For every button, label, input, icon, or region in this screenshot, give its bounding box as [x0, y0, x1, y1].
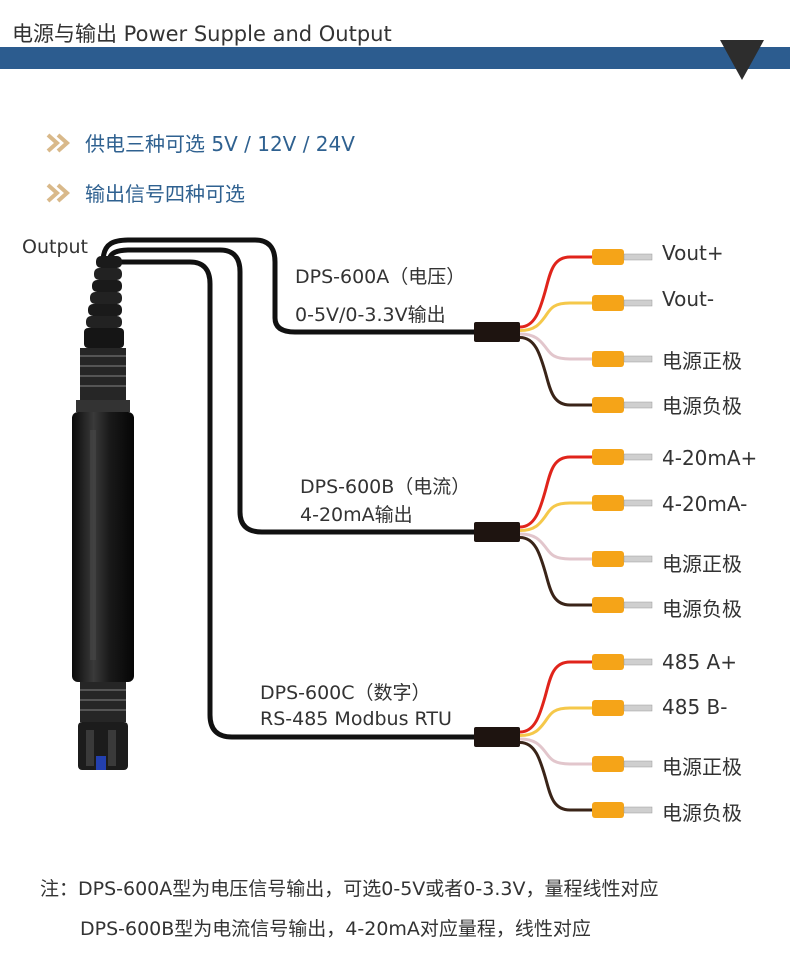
terminal-ferrule	[592, 802, 624, 818]
thread-top	[80, 348, 126, 400]
note-line-2: DPS-600B型为电流信号输出，4-20mA对应量程，线性对应	[80, 918, 591, 940]
feature-text: 输出信号四种可选	[85, 182, 245, 206]
terminal-pin	[623, 355, 653, 363]
group-a-model: DPS-600A（电压）	[295, 266, 466, 288]
wire	[519, 741, 592, 812]
feature-text: 供电三种可选 5V / 12V / 24V	[85, 132, 355, 156]
group-a-desc: 0-5V/0-3.3V输出	[295, 304, 446, 326]
terminal-pin	[623, 760, 653, 768]
probe-body	[72, 412, 134, 682]
group-c-desc: RS-485 Modbus RTU	[260, 708, 452, 730]
terminal-ferrule	[592, 756, 624, 772]
terminal-pin	[623, 401, 653, 409]
terminal-label: 485 A+	[662, 650, 737, 674]
feature-item-power: 供电三种可选 5V / 12V / 24V	[45, 128, 355, 157]
wire-group-1	[474, 249, 653, 413]
thread-bottom	[80, 682, 126, 722]
terminal-pin	[623, 253, 653, 261]
page-title: 电源与输出 Power Supple and Output	[12, 22, 392, 46]
wire	[519, 255, 592, 329]
terminal-label: 电源负极	[662, 801, 742, 825]
terminal-pin	[623, 658, 653, 666]
terminal-ferrule	[592, 397, 624, 413]
output-label: Output	[22, 236, 88, 258]
wire	[519, 501, 592, 532]
terminal-ferrule	[592, 249, 624, 265]
strain-relief	[84, 256, 124, 348]
terminal-ferrule	[592, 597, 624, 613]
terminal-label: Vout+	[662, 241, 724, 265]
group-b-model: DPS-600B（电流）	[300, 476, 471, 498]
terminal-label: 电源负极	[662, 597, 742, 621]
terminal-label: 电源正极	[662, 552, 742, 576]
terminal-label: 电源正极	[662, 755, 742, 779]
wire	[519, 532, 592, 561]
wire	[519, 536, 592, 607]
terminal-ferrule	[592, 449, 624, 465]
terminal-label: 4-20mA+	[662, 446, 758, 470]
double-chevron-icon	[46, 183, 71, 202]
wire	[519, 332, 592, 361]
terminal-label: 电源正极	[662, 349, 742, 373]
cable-b	[106, 247, 481, 535]
triangle-down-icon	[720, 40, 764, 80]
wire-group-3	[474, 654, 653, 818]
terminal-pin	[623, 601, 653, 609]
wire	[519, 660, 592, 734]
terminal-ferrule	[592, 351, 624, 367]
terminal-label: 电源负极	[662, 394, 742, 418]
terminal-label: 485 B-	[662, 695, 728, 719]
wire	[519, 301, 592, 332]
cable-connector	[474, 727, 520, 747]
group-c-model: DPS-600C（数字）	[260, 682, 431, 704]
wire	[519, 336, 592, 407]
wire	[519, 737, 592, 766]
wire	[519, 455, 592, 529]
terminal-pin	[623, 299, 653, 307]
terminal-pin	[623, 806, 653, 814]
header-bar	[0, 47, 790, 69]
wire-group-2	[474, 449, 653, 613]
terminal-ferrule	[592, 654, 624, 670]
terminal-ferrule	[592, 700, 624, 716]
note-line-1: 注：DPS-600A型为电压信号输出，可选0-5V或者0-3.3V，量程线性对应	[40, 878, 659, 900]
terminal-pin	[623, 555, 653, 563]
terminal-pin	[623, 704, 653, 712]
wire	[519, 706, 592, 737]
terminal-pin	[623, 453, 653, 461]
terminal-ferrule	[592, 551, 624, 567]
cable-connector	[474, 322, 520, 342]
terminal-ferrule	[592, 295, 624, 311]
double-chevron-icon	[46, 133, 71, 152]
terminal-pin	[623, 499, 653, 507]
cable-connector	[474, 522, 520, 542]
terminal-label: 4-20mA-	[662, 492, 748, 516]
group-b-desc: 4-20mA输出	[300, 504, 413, 526]
feature-item-output: 输出信号四种可选	[45, 178, 245, 207]
probe-sensor	[72, 256, 134, 770]
terminal-label: Vout-	[662, 287, 715, 311]
terminal-ferrule	[592, 495, 624, 511]
cable-a	[100, 237, 481, 335]
